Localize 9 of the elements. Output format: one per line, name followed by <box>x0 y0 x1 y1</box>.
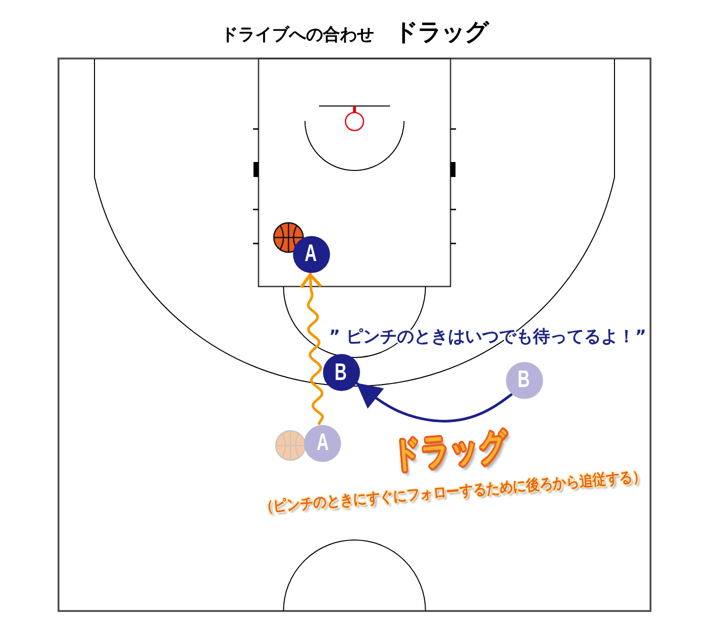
curved-arrow <box>356 382 513 422</box>
title-keyword: ドラッグ <box>394 18 488 46</box>
play-title: ドラッグ <box>390 426 510 476</box>
player-marker: A <box>304 424 341 462</box>
player-marker: B <box>506 362 542 398</box>
player-marker: A <box>292 236 330 272</box>
player-marker: B <box>322 354 360 391</box>
diagram-title: ドライブへの合わせ <box>221 25 374 45</box>
wavy-arrow <box>299 272 324 426</box>
